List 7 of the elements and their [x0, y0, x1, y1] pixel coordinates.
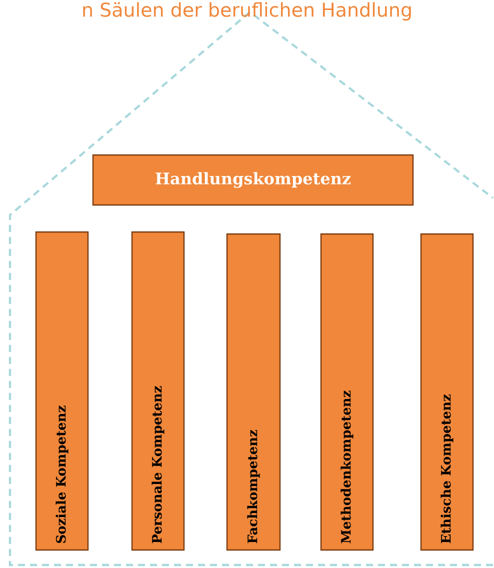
pillar-box: Personale Kompetenz	[131, 231, 185, 551]
pillar-box: Soziale Kompetenz	[35, 231, 89, 551]
pillar-box: Methodenkompetenz	[320, 233, 374, 551]
pillar-box: Fachkompetenz	[226, 233, 281, 551]
title: n Säulen der beruflichen Handlung	[83, 2, 411, 21]
banner-box: Handlungskompetenz	[92, 154, 414, 206]
pillar-box: Ethische Kompetenz	[420, 233, 474, 551]
